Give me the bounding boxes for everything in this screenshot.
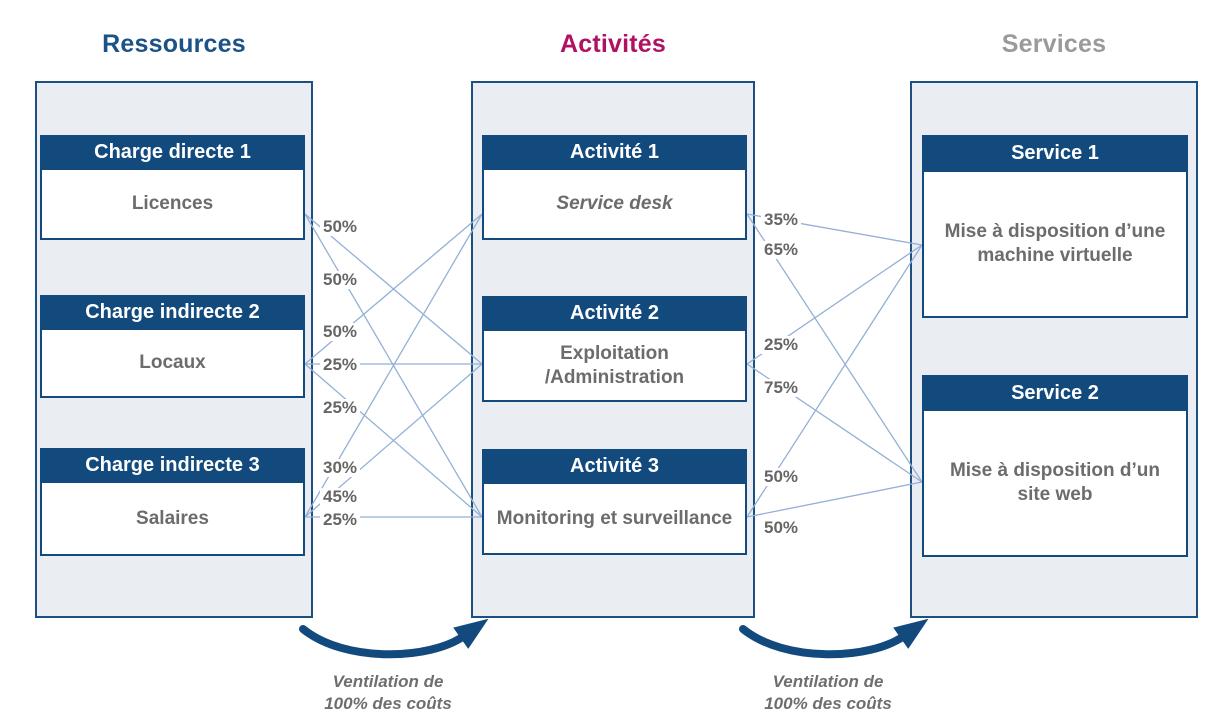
ventilation-arrow xyxy=(299,618,489,659)
box-label: Monitoring et surveillance xyxy=(482,484,747,555)
resource-box-charge-directe-1: Charge directe 1 Licences xyxy=(40,135,305,240)
flow-percent-label: 50% xyxy=(761,519,802,537)
box-header: Charge indirecte 2 xyxy=(40,295,305,330)
flow-percent-label: 75% xyxy=(761,379,802,397)
flow-percent-label: 30% xyxy=(320,459,361,477)
box-header: Activité 1 xyxy=(482,135,747,170)
flow-percent-label: 25% xyxy=(320,511,361,529)
box-label: Licences xyxy=(40,170,305,240)
box-header: Activité 2 xyxy=(482,296,747,331)
box-label: Mise à disposition d’une machine virtuel… xyxy=(922,172,1188,318)
service-box-2: Service 2 Mise à disposition d’un site w… xyxy=(922,375,1188,557)
flow-percent-label: 25% xyxy=(320,356,361,374)
flow-line xyxy=(746,481,923,518)
column-title-services: Services xyxy=(1001,30,1107,58)
flow-percent-label: 25% xyxy=(320,399,361,417)
flow-percent-label: 65% xyxy=(761,241,802,259)
flow-percent-label: 45% xyxy=(320,488,361,506)
ventilation-caption: Ventilation de 100% des coûts xyxy=(728,671,928,715)
ventilation-arrow xyxy=(739,618,929,659)
flow-percent-label: 35% xyxy=(761,211,802,229)
box-header: Service 1 xyxy=(922,135,1188,172)
box-header: Charge indirecte 3 xyxy=(40,448,305,483)
box-header: Charge directe 1 xyxy=(40,135,305,170)
activity-box-1: Activité 1 Service desk xyxy=(482,135,747,240)
resource-box-charge-indirecte-3: Charge indirecte 3 Salaires xyxy=(40,448,305,556)
service-box-1: Service 1 Mise à disposition d’une machi… xyxy=(922,135,1188,318)
flow-percent-label: 50% xyxy=(320,271,361,289)
flow-percent-label: 25% xyxy=(761,336,802,354)
box-label: Locaux xyxy=(40,330,305,398)
column-title-ressources: Ressources xyxy=(102,30,246,58)
ventilation-caption-line1: Ventilation de xyxy=(332,672,444,691)
flow-percent-label: 50% xyxy=(320,323,361,341)
ventilation-caption-line1: Ventilation de xyxy=(772,672,884,691)
ventilation-caption-line2: 100% des coûts xyxy=(764,694,892,713)
box-label: Exploitation /Administration xyxy=(482,331,747,402)
box-header: Activité 3 xyxy=(482,449,747,484)
ventilation-caption: Ventilation de 100% des coûts xyxy=(288,671,488,715)
activity-box-2: Activité 2 Exploitation /Administration xyxy=(482,296,747,402)
resource-box-charge-indirecte-2: Charge indirecte 2 Locaux xyxy=(40,295,305,398)
ventilation-caption-line2: 100% des coûts xyxy=(324,694,452,713)
column-title-activites: Activités xyxy=(559,30,666,58)
box-header: Service 2 xyxy=(922,375,1188,411)
box-label: Service desk xyxy=(482,170,747,240)
box-label: Mise à disposition d’un site web xyxy=(922,411,1188,557)
flow-percent-label: 50% xyxy=(320,218,361,236)
flow-percent-label: 50% xyxy=(761,468,802,486)
activity-box-3: Activité 3 Monitoring et surveillance xyxy=(482,449,747,555)
box-label: Salaires xyxy=(40,483,305,556)
